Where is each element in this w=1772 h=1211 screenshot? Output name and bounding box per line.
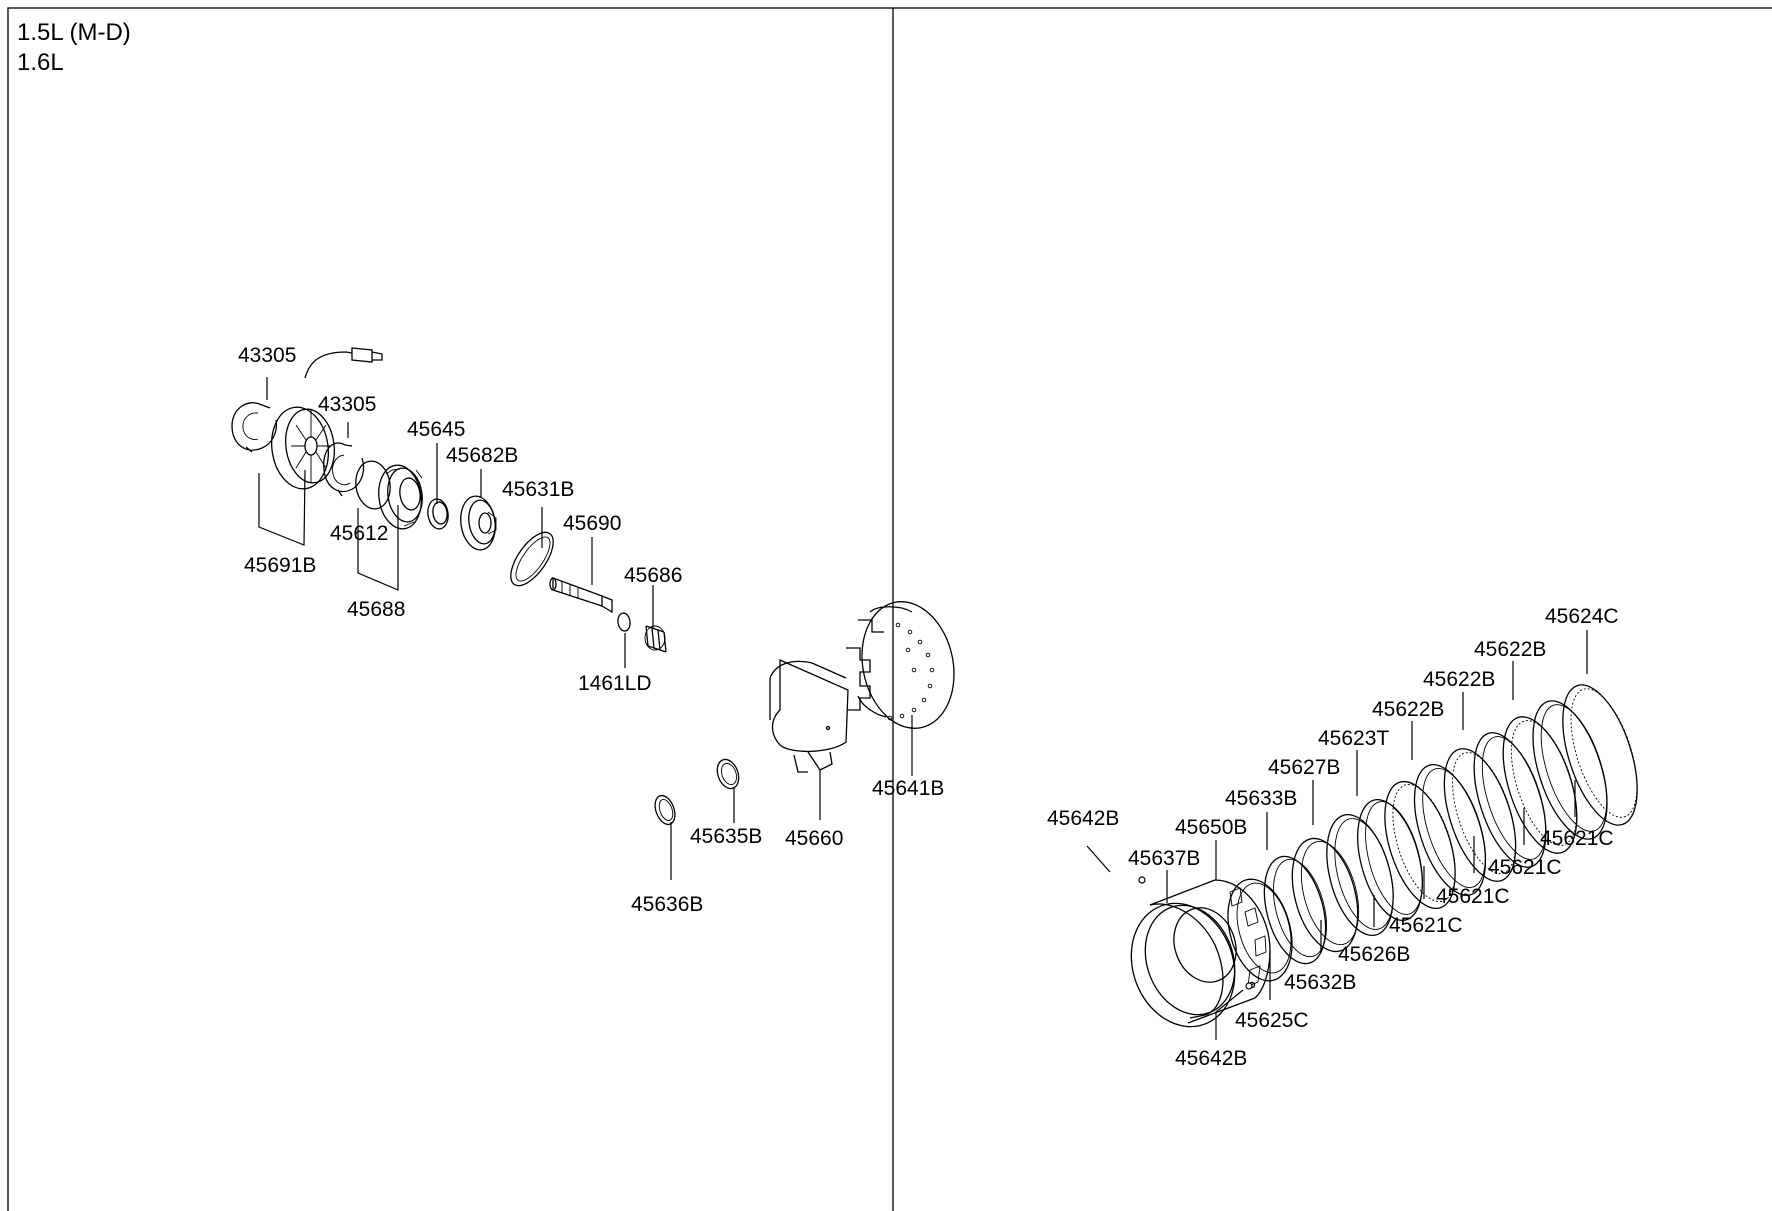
part-label-45691b: 45691B [244, 554, 316, 577]
part-label-45642b-bottom: 45642B [1175, 1047, 1247, 1070]
part-label-45637b: 45637B [1128, 847, 1200, 870]
engine-label-2: 1.6L [17, 49, 64, 76]
part-label-45622b-a: 45622B [1474, 638, 1546, 661]
part-label-45688: 45688 [347, 598, 405, 621]
part-label-45650b: 45650B [1175, 816, 1247, 839]
right-panel-parts [1130, 684, 1638, 1028]
part-label-45625c: 45625C [1235, 1009, 1309, 1032]
part-label-45612: 45612 [330, 522, 388, 545]
leader-lines [258, 377, 1588, 1040]
clutch-plates [1384, 684, 1638, 910]
part-label-45623t: 45623T [1318, 727, 1389, 750]
part-label-45633b: 45633B [1225, 787, 1297, 810]
part-label-45686: 45686 [624, 564, 682, 587]
part-label-45642b-top: 45642B [1047, 807, 1119, 830]
left-panel-parts [231, 347, 955, 826]
part-labels: 43305 43305 45645 45682B 45631B 45690 45… [238, 344, 1619, 1070]
engine-label-1: 1.5L (M-D) [17, 19, 131, 46]
part-label-45622b-c: 45622B [1372, 698, 1444, 721]
part-label-45635b: 45635B [690, 825, 762, 848]
part-label-45631b: 45631B [502, 478, 574, 501]
part-label-45622b-b: 45622B [1423, 668, 1495, 691]
part-label-45645: 45645 [407, 418, 465, 441]
part-label-43305-a: 43305 [238, 344, 296, 367]
part-label-45636b: 45636B [631, 893, 703, 916]
part-label-45621c-d: 45621C [1389, 914, 1463, 937]
part-label-45641b: 45641B [872, 777, 944, 800]
part-label-45624c: 45624C [1545, 605, 1619, 628]
part-label-45627b: 45627B [1268, 756, 1340, 779]
diagram-frame [7, 7, 1772, 1211]
part-label-43305-b: 43305 [318, 393, 376, 416]
part-label-1461ld: 1461LD [578, 672, 652, 695]
part-label-45682b: 45682B [446, 444, 518, 467]
part-label-45690: 45690 [563, 512, 621, 535]
part-label-45626b: 45626B [1338, 943, 1410, 966]
part-label-45621c-b: 45621C [1488, 856, 1562, 879]
part-label-45660: 45660 [785, 827, 843, 850]
part-label-45621c-c: 45621C [1436, 885, 1510, 908]
part-label-45621c-a: 45621C [1540, 827, 1614, 850]
part-label-45632b: 45632B [1284, 971, 1356, 994]
